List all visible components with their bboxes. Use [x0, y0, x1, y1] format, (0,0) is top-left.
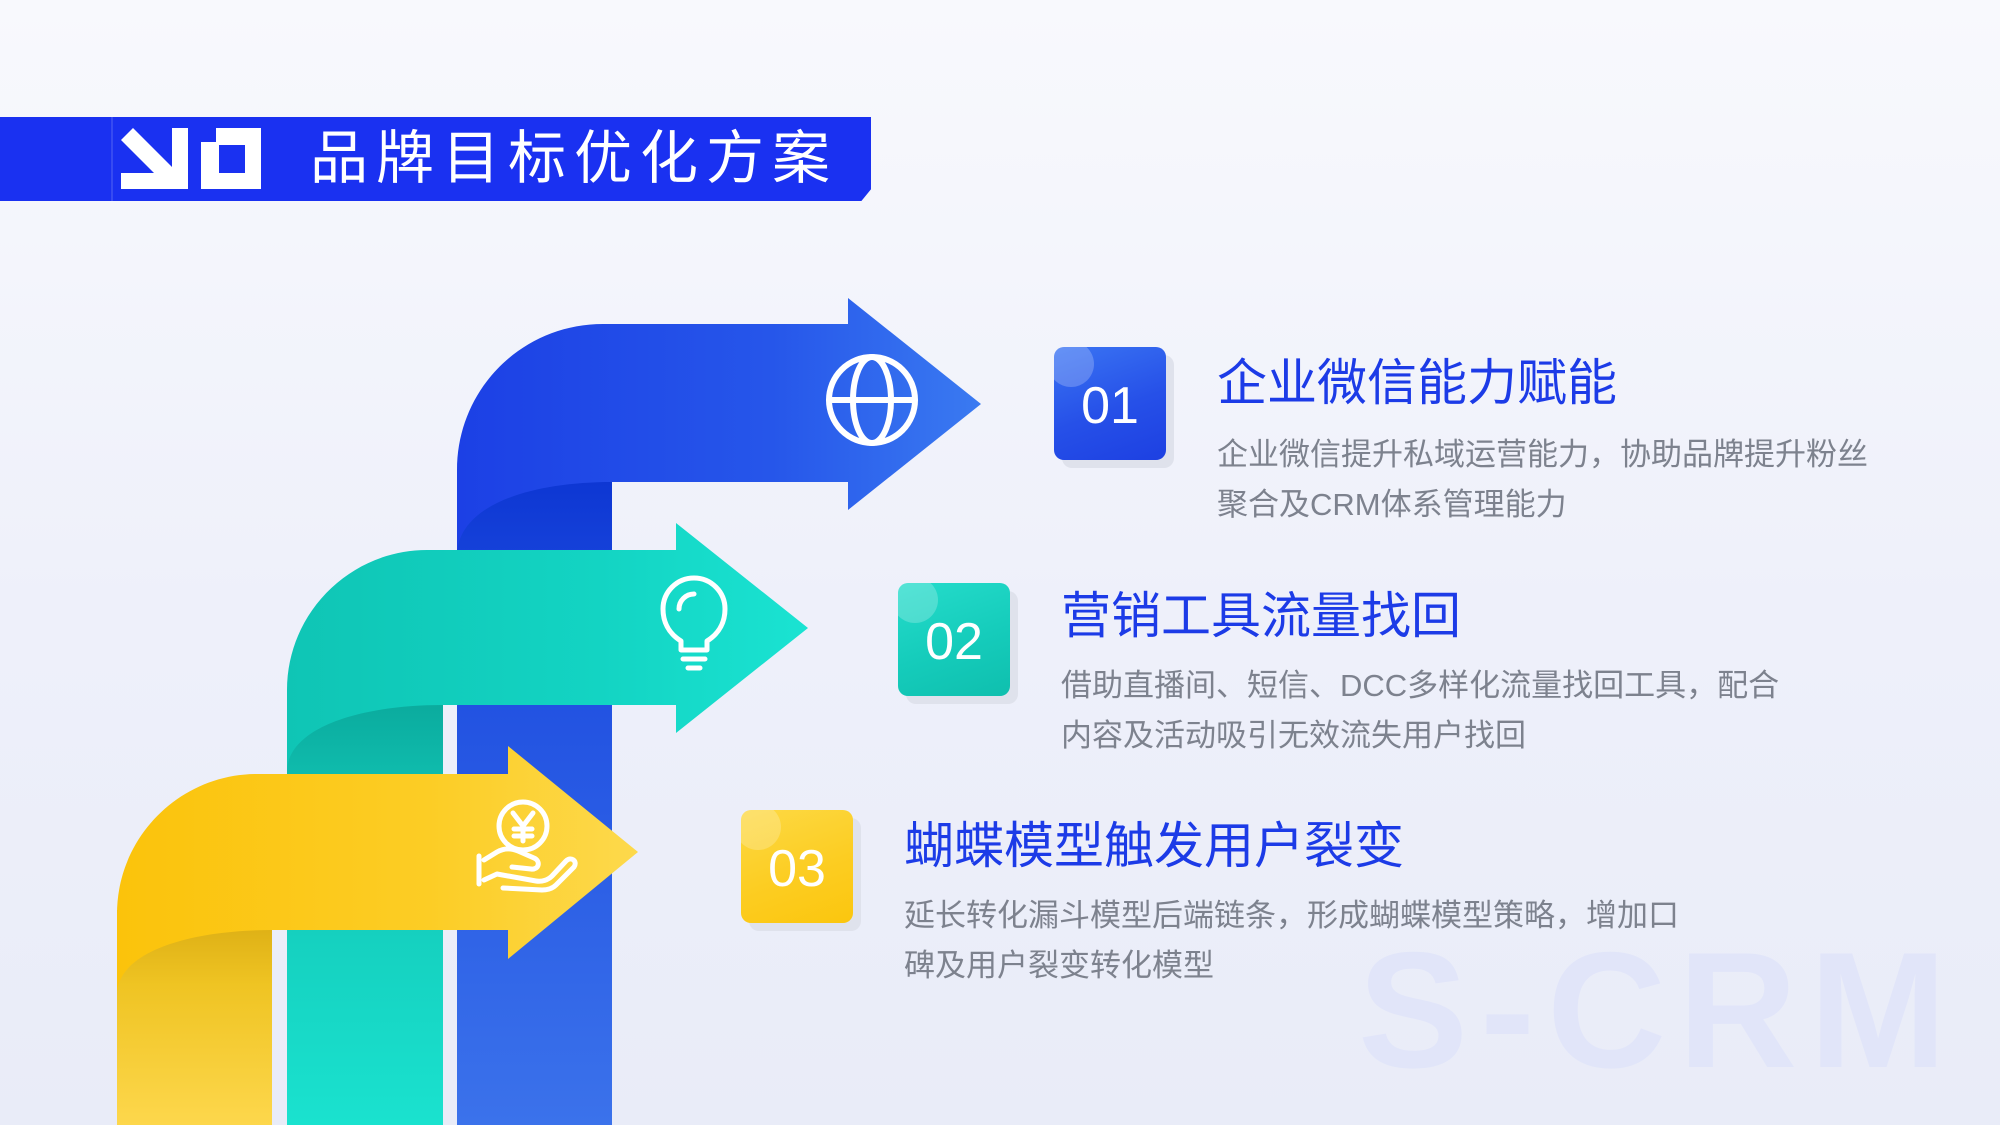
item-title-02: 营销工具流量找回 [1061, 588, 1461, 644]
number-badge-03: 03 [741, 810, 861, 931]
item-description-01: 企业微信提升私域运营能力，协助品牌提升粉丝 聚合及CRM体系管理能力 [1217, 430, 1868, 530]
logo-arrow-mark [121, 128, 188, 189]
item-title-03: 蝴蝶模型触发用户裂变 [904, 818, 1404, 874]
description-line: 企业微信提升私域运营能力，协助品牌提升粉丝 [1217, 437, 1868, 472]
coin-hand-icon [476, 799, 578, 893]
item-description-02: 借助直播间、短信、DCC多样化流量找回工具，配合 内容及活动吸引无效流失用户找回 [1061, 661, 1779, 761]
description-line: 借助直播间、短信、DCC多样化流量找回工具，配合 [1061, 668, 1780, 703]
description-line: 聚合及CRM体系管理能力 [1217, 487, 1567, 522]
teal-arrow [287, 523, 808, 1125]
description-line: 内容及活动吸引无效流失用户找回 [1061, 718, 1526, 753]
number-badge-box: 01 [1054, 347, 1166, 460]
number-badge-02: 02 [898, 583, 1018, 704]
lightbulb-icon [660, 575, 728, 671]
item-description-03: 延长转化漏斗模型后端链条，形成蝴蝶模型策略，增加口 碑及用户裂变转化模型 [904, 891, 1679, 991]
description-line: 碑及用户裂变转化模型 [904, 948, 1214, 983]
yellow-arrow [117, 746, 638, 1125]
page-title: 品牌目标优化方案 [310, 126, 839, 191]
item-title-01: 企业微信能力赋能 [1217, 355, 1617, 411]
number-badge-box: 02 [898, 583, 1010, 696]
globe-icon [826, 354, 918, 446]
logo-square-mark [201, 128, 261, 189]
description-line: 延长转化漏斗模型后端链条，形成蝴蝶模型策略，增加口 [904, 898, 1679, 933]
header-divider [111, 117, 113, 201]
number-label: 03 [768, 840, 826, 898]
number-badge-01: 01 [1054, 347, 1174, 468]
brand-logo [121, 128, 261, 189]
blue-arrow [457, 298, 981, 1125]
number-label: 02 [925, 613, 983, 671]
number-label: 01 [1081, 377, 1139, 435]
number-badge-box: 03 [741, 810, 853, 923]
header-bar: 品牌目标优化方案 [0, 117, 871, 201]
watermark-text: S-CRM [1358, 918, 1959, 1102]
